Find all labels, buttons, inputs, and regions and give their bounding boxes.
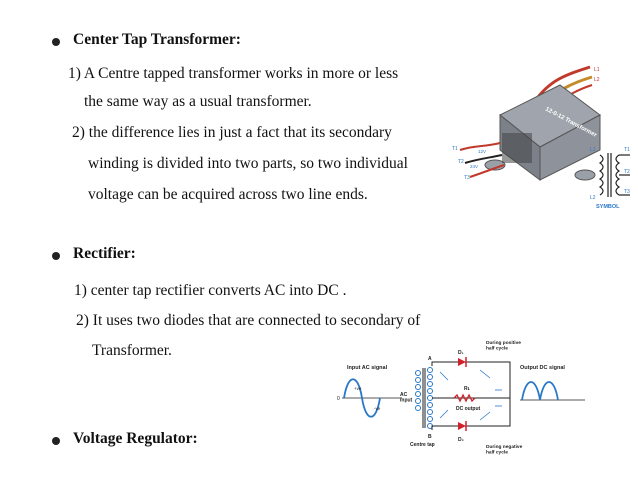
centre-tap-label: Centre tap xyxy=(410,442,435,448)
symbol-label: L1 xyxy=(590,147,596,153)
section-heading-rectifier: Rectifier: xyxy=(73,245,136,262)
rl-label: Rʟ xyxy=(464,386,471,392)
dc-output-label: DC output xyxy=(456,406,480,412)
symbol-label: L2 xyxy=(590,195,596,201)
text-line: 2) the difference lies in just a fact th… xyxy=(72,124,392,141)
neg-ve-label: -ve xyxy=(374,406,381,411)
diode-d1 xyxy=(458,358,466,366)
text-line: 1) center tap rectifier converts AC into… xyxy=(74,282,347,299)
ac-wave xyxy=(343,378,381,418)
lead-label: L2 xyxy=(594,77,600,83)
transformer-symbol xyxy=(598,153,630,197)
text-line: Transformer. xyxy=(92,342,172,359)
d2-label: D₂ xyxy=(458,437,464,443)
input-ac-label: Input AC signal xyxy=(347,365,388,371)
symbol-label: T3 xyxy=(624,189,630,195)
terminal-label: T2 xyxy=(458,159,464,165)
bullet-dot xyxy=(52,437,60,445)
text-line: the same way as a usual transformer. xyxy=(84,93,312,110)
voltage-label: 12V xyxy=(478,149,486,154)
load-resistor xyxy=(453,393,476,403)
output-dc-label: Output DC signal xyxy=(520,365,565,371)
zero-label: 0 xyxy=(337,396,340,402)
section-heading-voltage-regulator: Voltage Regulator: xyxy=(73,430,198,447)
d1-label: D₁ xyxy=(458,350,464,356)
bullet-dot xyxy=(52,38,60,46)
diode-d2 xyxy=(458,422,466,430)
node-a-label: A xyxy=(428,356,432,362)
symbol-label: T1 xyxy=(624,147,630,153)
bullet-dot xyxy=(52,252,60,260)
text-line: winding is divided into two parts, so tw… xyxy=(88,155,408,172)
lead-label: L1 xyxy=(594,67,600,73)
text-line: voltage can be acquired across two line … xyxy=(88,186,368,203)
pos-ve-label: +ve xyxy=(354,386,362,391)
dc-wave xyxy=(521,381,559,401)
text-line: 1) A Centre tapped transformer works in … xyxy=(68,65,399,82)
symbol-label: T2 xyxy=(624,169,630,175)
terminal-label: T1 xyxy=(452,146,458,152)
current-arrows xyxy=(439,369,502,421)
section-heading-center-tap: Center Tap Transformer: xyxy=(73,31,241,48)
terminal-label: T3 xyxy=(464,175,470,181)
symbol-caption: SYMBOL xyxy=(596,204,620,210)
node-b-label: B xyxy=(428,434,432,440)
text-line: 2) It uses two diodes that are connected… xyxy=(76,312,421,329)
rectifier-transformer xyxy=(415,367,433,429)
voltage-label: 24V xyxy=(470,164,478,169)
transformer-figure: L1 L2 12-0-12 Transformer T1 T2 T3 12V 2… xyxy=(452,65,630,210)
